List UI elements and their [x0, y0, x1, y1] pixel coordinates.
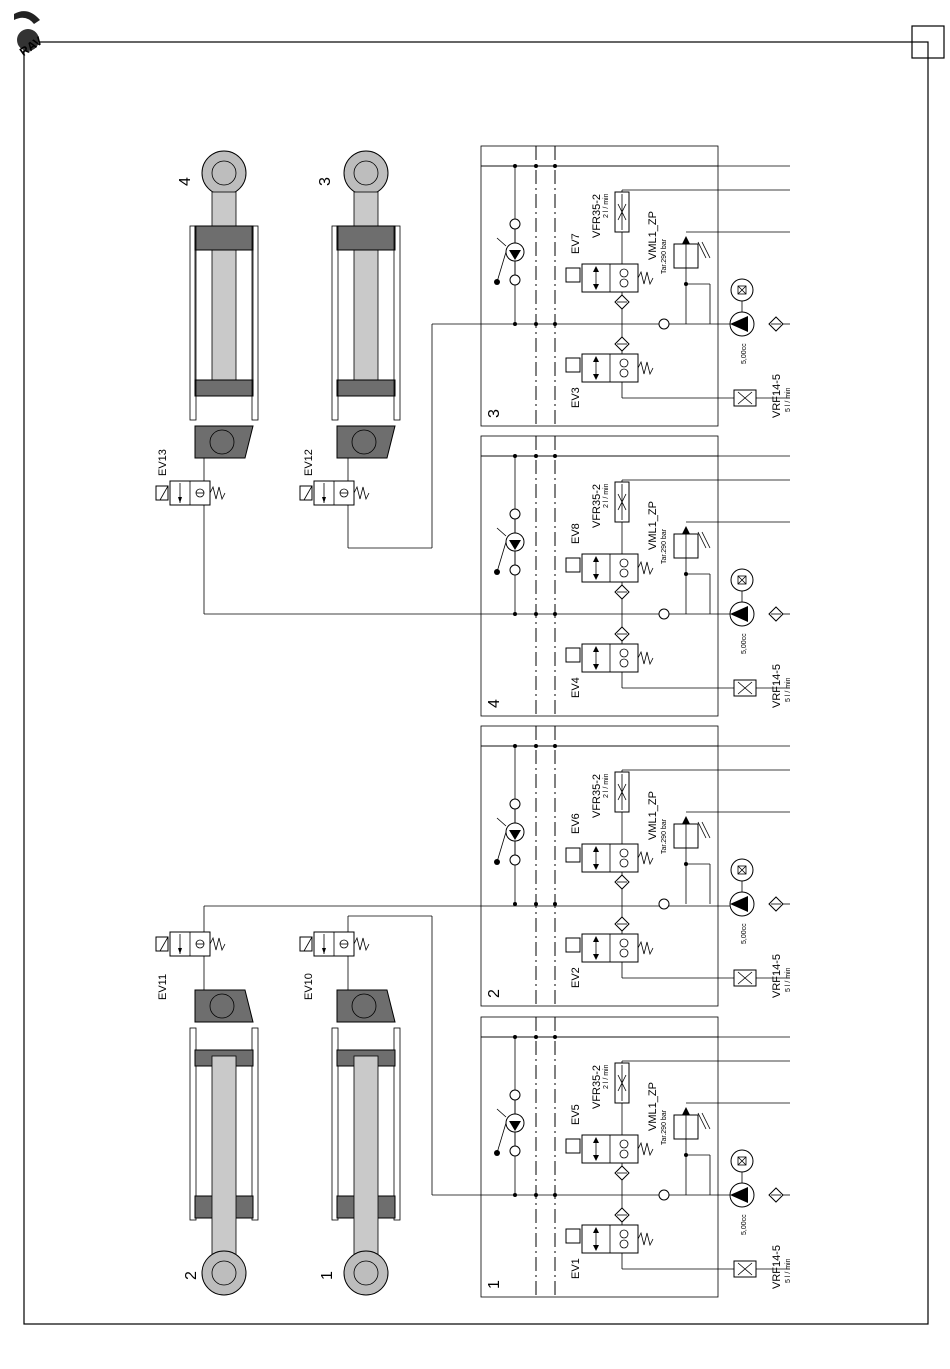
valve-label: EV13	[157, 449, 169, 476]
valve-ev1	[565, 1224, 654, 1254]
relief-valve-label: VML1_ZP	[647, 791, 659, 840]
cylinder-2	[189, 989, 259, 1296]
pump-icon	[729, 311, 755, 337]
hand-pump-icon	[493, 218, 525, 286]
valve-label: EV1	[570, 1258, 582, 1279]
cylinder-number: 3	[317, 177, 334, 186]
valve-ev5	[565, 1134, 654, 1164]
module-1	[480, 1016, 790, 1298]
module-4	[480, 435, 790, 717]
flow-valve-label: VFR35-2	[591, 774, 603, 818]
valve-ev2	[565, 933, 654, 963]
relief-setting-label: Tar.290 bar	[661, 238, 668, 274]
gauge-icon	[730, 278, 754, 302]
piping	[203, 323, 740, 1196]
valve-label: EV8	[570, 523, 582, 544]
valve-ev4	[565, 643, 654, 673]
return-rate-label: 5 l / min	[785, 1258, 792, 1283]
flow-valve-icon	[614, 1062, 630, 1104]
flow-valve-label: VFR35-2	[591, 1065, 603, 1109]
valve-label: EV5	[570, 1104, 582, 1125]
cylinder-number: 4	[177, 177, 194, 186]
pump-displacement-label: 5,00cc	[741, 343, 748, 364]
return-valve-label: VRF14-5	[771, 664, 783, 708]
flow-valve-icon	[614, 191, 630, 233]
valve-ev6	[565, 843, 654, 873]
gauge-icon	[730, 568, 754, 592]
relief-valve-label: VML1_ZP	[647, 501, 659, 550]
valve-label: EV4	[570, 677, 582, 698]
return-valve-label: VRF14-5	[771, 374, 783, 418]
hand-pump-icon	[493, 798, 525, 866]
valve-label: EV7	[570, 233, 582, 254]
valve-ev10	[299, 931, 370, 957]
valve-label: EV6	[570, 813, 582, 834]
hand-pump-icon	[493, 1089, 525, 1157]
module-2	[480, 725, 790, 1007]
return-valve-label: VRF14-5	[771, 954, 783, 998]
gauge-icon	[730, 1149, 754, 1173]
valve-ev3	[565, 353, 654, 383]
sheet-border	[23, 41, 929, 1325]
relief-valve-icon	[673, 1106, 711, 1140]
flow-valve-label: VFR35-2	[591, 484, 603, 528]
module-number: 2	[486, 989, 503, 998]
valve-ev13	[155, 480, 226, 506]
flow-rate-label: 2 l / min	[603, 773, 610, 798]
pump-icon	[729, 891, 755, 917]
gauge-icon	[730, 858, 754, 882]
return-rate-label: 5 l / min	[785, 967, 792, 992]
rav-logo: RAV	[14, 11, 45, 59]
valve-label: EV11	[157, 974, 169, 1000]
return-rate-label: 5 l / min	[785, 677, 792, 702]
pump-displacement-label: 5,00cc	[741, 1214, 748, 1235]
pump-displacement-label: 5,00cc	[741, 633, 748, 654]
module-3	[480, 145, 790, 427]
cylinder-1	[331, 989, 401, 1296]
flow-valve-icon	[614, 481, 630, 523]
valve-label: EV3	[570, 387, 582, 408]
cylinder-number: 1	[319, 1271, 336, 1280]
hand-pump-icon	[493, 508, 525, 576]
flow-valve-label: VFR35-2	[591, 194, 603, 238]
flow-rate-label: 2 l / min	[603, 483, 610, 508]
filter-icon	[768, 896, 784, 912]
module-number: 1	[486, 1280, 503, 1289]
valve-ev12	[299, 480, 370, 506]
module-number: 3	[486, 409, 503, 418]
return-valve-label: VRF14-5	[771, 1245, 783, 1289]
pump-icon	[729, 1182, 755, 1208]
relief-valve-icon	[673, 235, 711, 269]
valve-ev11	[155, 931, 226, 957]
cylinder-4	[189, 150, 259, 459]
relief-valve-label: VML1_ZP	[647, 211, 659, 260]
flow-rate-label: 2 l / min	[603, 193, 610, 218]
pump-displacement-label: 5,00cc	[741, 923, 748, 944]
relief-valve-icon	[673, 815, 711, 849]
valve-ev7	[565, 263, 654, 293]
flow-valve-icon	[614, 771, 630, 813]
filter-icon	[768, 1187, 784, 1203]
relief-valve-icon	[673, 525, 711, 559]
valve-label: EV12	[303, 449, 315, 476]
module-number: 4	[486, 699, 503, 708]
relief-setting-label: Tar.290 bar	[661, 818, 668, 854]
filter-icon	[768, 606, 784, 622]
relief-setting-label: Tar.290 bar	[661, 528, 668, 564]
corner-box	[911, 25, 945, 59]
valve-label: EV2	[570, 967, 582, 988]
cylinder-number: 2	[183, 1271, 200, 1280]
cylinder-3	[331, 150, 401, 459]
valve-ev8	[565, 553, 654, 583]
valve-label: EV10	[303, 973, 315, 1000]
filter-icon	[768, 316, 784, 332]
return-rate-label: 5 l / min	[785, 387, 792, 412]
relief-setting-label: Tar.290 bar	[661, 1109, 668, 1145]
pump-icon	[729, 601, 755, 627]
relief-valve-label: VML1_ZP	[647, 1082, 659, 1131]
flow-rate-label: 2 l / min	[603, 1064, 610, 1089]
